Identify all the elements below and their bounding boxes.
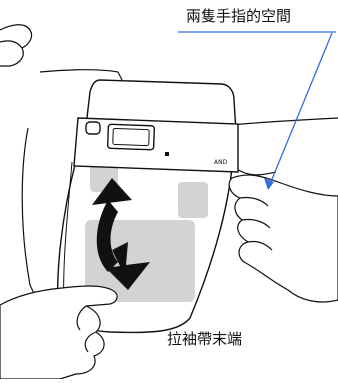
brand-mark: AND	[214, 159, 228, 166]
callout-pointer-line	[269, 32, 333, 185]
pull-cuff-end-label: 拉袖帶末端	[167, 330, 243, 348]
hand-right	[228, 174, 338, 303]
monitor-unit: AND	[73, 79, 239, 173]
hand-bottom-left	[0, 285, 118, 380]
hand-top-left	[0, 24, 33, 67]
finger-gap-label: 兩隻手指的空間	[186, 7, 292, 25]
sensor-pad-bottom	[85, 220, 195, 302]
display-screen	[106, 123, 156, 151]
sensor-pad-right	[178, 182, 208, 218]
power-button	[85, 121, 101, 135]
direction-arrow	[92, 178, 150, 290]
callout-arrowhead	[264, 178, 274, 190]
